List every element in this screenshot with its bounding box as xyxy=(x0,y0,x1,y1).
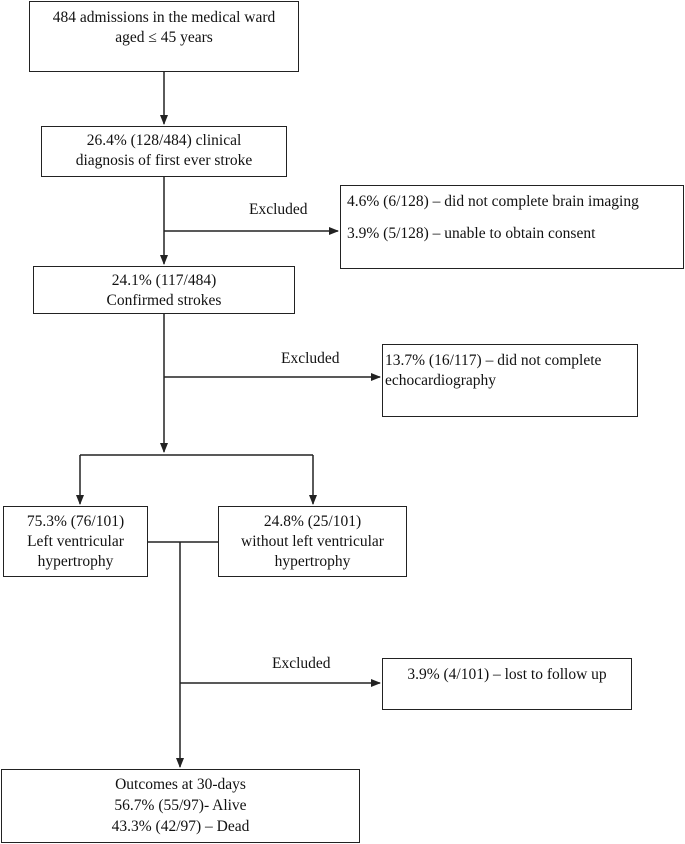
node-excluded-echo: 13.7% (16/117) – did not complete echoca… xyxy=(382,344,638,417)
edge-label-excluded: Excluded xyxy=(249,201,308,218)
node-text: 24.8% (25/101) xyxy=(263,513,362,530)
node-excluded-followup: 3.9% (4/101) – lost to follow up xyxy=(382,658,632,710)
node-text: Left ventricular xyxy=(27,533,124,550)
node-text: 4.6% (6/128) – did not complete brain im… xyxy=(347,193,639,210)
node-text: 26.4% (128/484) clinical xyxy=(86,132,242,149)
node-admissions: 484 admissions in the medical ward aged … xyxy=(29,1,299,72)
node-no-lvh: 24.8% (25/101) without left ventricular … xyxy=(218,506,407,577)
node-text: 3.9% (5/128) – unable to obtain consent xyxy=(347,225,596,242)
node-text: 43.3% (42/97) – Dead xyxy=(111,818,250,835)
node-text: 56.7% (55/97)- Alive xyxy=(114,797,247,814)
node-outcomes: Outcomes at 30-days 56.7% (55/97)- Alive… xyxy=(1,769,360,843)
node-text: echocardiography xyxy=(385,372,497,389)
node-confirmed-strokes: 24.1% (117/484) Confirmed strokes xyxy=(33,266,295,314)
node-text: 3.9% (4/101) – lost to follow up xyxy=(407,666,607,683)
node-clinical-diagnosis: 26.4% (128/484) clinical diagnosis of fi… xyxy=(41,126,287,177)
node-text: without left ventricular xyxy=(241,533,384,550)
node-text: aged ≤ 45 years xyxy=(115,29,213,46)
node-text: hypertrophy xyxy=(37,553,114,570)
node-text: 75.3% (76/101) xyxy=(26,513,125,530)
node-excluded-imaging-consent: 4.6% (6/128) – did not complete brain im… xyxy=(340,185,684,269)
node-text: 484 admissions in the medical ward xyxy=(52,9,276,26)
edge-label-excluded: Excluded xyxy=(281,350,340,367)
node-text: Confirmed strokes xyxy=(106,292,222,309)
node-text: 24.1% (117/484) xyxy=(111,272,217,289)
node-lvh: 75.3% (76/101) Left ventricular hypertro… xyxy=(3,506,148,577)
node-text: 13.7% (16/117) – did not complete xyxy=(385,352,602,369)
node-text: diagnosis of first ever stroke xyxy=(75,152,253,169)
edge-label-excluded: Excluded xyxy=(272,655,331,672)
node-text: hypertrophy xyxy=(274,553,351,570)
node-text: Outcomes at 30-days xyxy=(115,776,246,793)
